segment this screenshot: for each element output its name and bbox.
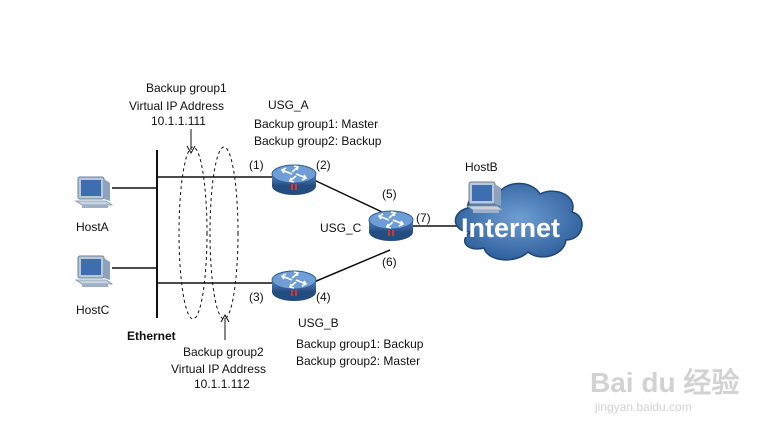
backup-group2-vip-label: Virtual IP Address (171, 362, 266, 376)
port-4: (4) (316, 290, 331, 304)
watermark-logo: Bai du 经验 (590, 366, 739, 398)
usgc-router-icon (368, 210, 414, 242)
hosta-computer-icon (75, 176, 113, 209)
backup-group1-name: Backup group1 (146, 81, 227, 95)
usgb-router-icon (271, 270, 317, 302)
backup-group2-name: Backup group2 (183, 345, 264, 359)
backup-group1-vip-label: Virtual IP Address (129, 99, 224, 113)
port-1: (1) (249, 158, 264, 172)
usgb-name: USG_B (298, 316, 339, 330)
link-usgb-usgc (313, 249, 391, 283)
watermark-url: jingyan.baidu.com (594, 400, 692, 414)
internet-label: Internet (461, 213, 560, 243)
usgb-state2: Backup group2: Master (296, 354, 420, 368)
backup-group2-ellipse (209, 146, 239, 320)
port-2: (2) (316, 158, 331, 172)
backup-group2-vip: 10.1.1.112 (194, 377, 250, 391)
port-7: (7) (416, 211, 431, 225)
port-3: (3) (249, 290, 264, 304)
arrow-group2-head (220, 313, 230, 323)
hostb-computer-icon (466, 181, 504, 214)
link-usga-usgc (313, 179, 383, 213)
usga-router-icon (271, 164, 317, 196)
arrow-group1-head (186, 145, 196, 155)
baidu-watermark: Bai du 经验 jingyan.baidu.com (590, 366, 739, 414)
hostc-computer-icon (75, 255, 113, 288)
port-6: (6) (382, 255, 397, 269)
backup-group1-vip: 10.1.1.111 (151, 114, 206, 128)
port-5: (5) (382, 187, 397, 201)
ethernet-label: Ethernet (127, 329, 176, 343)
usgb-state1: Backup group1: Backup (296, 337, 424, 351)
usga-name: USG_A (268, 98, 309, 112)
usga-state2: Backup group2: Backup (254, 134, 382, 148)
backup-group1-ellipse (178, 146, 208, 320)
hosta-name: HostA (76, 220, 109, 234)
usgc-name: USG_C (320, 221, 362, 235)
hostc-name: HostC (76, 303, 110, 317)
usga-state1: Backup group1: Master (254, 117, 378, 131)
hostb-name: HostB (465, 160, 498, 174)
